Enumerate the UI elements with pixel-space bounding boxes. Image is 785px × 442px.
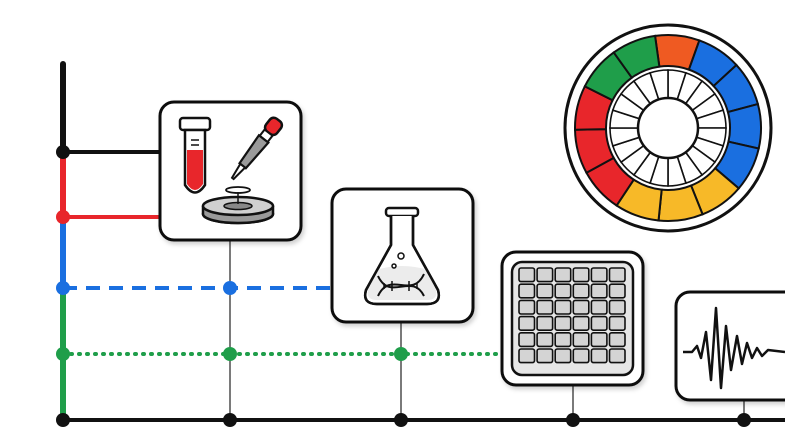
well-cell	[536, 299, 554, 315]
well-cell	[572, 299, 590, 315]
ring-segment-green	[612, 34, 661, 80]
well-cell	[572, 315, 590, 332]
well-cell	[608, 299, 626, 315]
well-cell	[518, 283, 536, 299]
node-green-2	[223, 347, 237, 361]
node-base-1	[56, 413, 70, 427]
node-blue	[56, 281, 70, 295]
well-cell	[608, 315, 626, 332]
well-cell	[554, 315, 572, 332]
well-cell	[590, 267, 608, 283]
node-green	[56, 347, 70, 361]
nodes	[56, 145, 751, 427]
node-base-4	[566, 413, 580, 427]
well-cell	[608, 267, 626, 283]
well-cell	[554, 267, 572, 283]
well-cell	[572, 267, 590, 283]
well-cell	[518, 299, 536, 315]
node-black	[56, 145, 70, 159]
node-green-3	[394, 347, 408, 361]
well-cell	[590, 283, 608, 299]
well-cell	[608, 348, 626, 364]
card-drop-lines	[229, 240, 745, 420]
signal-card	[674, 290, 785, 402]
well-cell	[536, 331, 554, 348]
well-cell	[554, 283, 572, 299]
sample-tube-and-pipette-icon	[178, 116, 284, 225]
well-plate-card	[500, 250, 645, 387]
well-grid	[518, 267, 626, 364]
node-blue-2	[223, 281, 237, 295]
flask-with-dna-icon	[363, 206, 441, 306]
well-cell	[536, 315, 554, 332]
ring-inner-segments	[609, 69, 727, 187]
well-cell	[554, 299, 572, 315]
well-cell	[518, 267, 536, 283]
well-cell	[572, 348, 590, 364]
well-cell	[572, 283, 590, 299]
waveform-signal-icon	[683, 306, 785, 390]
well-cell	[554, 331, 572, 348]
well-cell	[518, 331, 536, 348]
segmented-ring-chart-icon	[563, 23, 773, 233]
well-cell	[590, 348, 608, 364]
well-cell	[608, 331, 626, 348]
node-base-3	[394, 413, 408, 427]
well-cell	[572, 331, 590, 348]
node-base-5	[737, 413, 751, 427]
well-cell	[608, 283, 626, 299]
well-cell	[590, 315, 608, 332]
well-cell	[536, 283, 554, 299]
node-red	[56, 210, 70, 224]
sample-prep-card	[158, 100, 303, 242]
node-base-2	[223, 413, 237, 427]
ring-outer-segments	[573, 34, 762, 222]
well-cell	[518, 315, 536, 332]
well-cell	[590, 331, 608, 348]
ring-center-hole	[636, 96, 700, 160]
well-cell	[536, 348, 554, 364]
well-cell	[536, 267, 554, 283]
well-cell	[590, 299, 608, 315]
culture-flask-card	[330, 187, 475, 324]
well-cell	[554, 348, 572, 364]
well-cell	[518, 348, 536, 364]
